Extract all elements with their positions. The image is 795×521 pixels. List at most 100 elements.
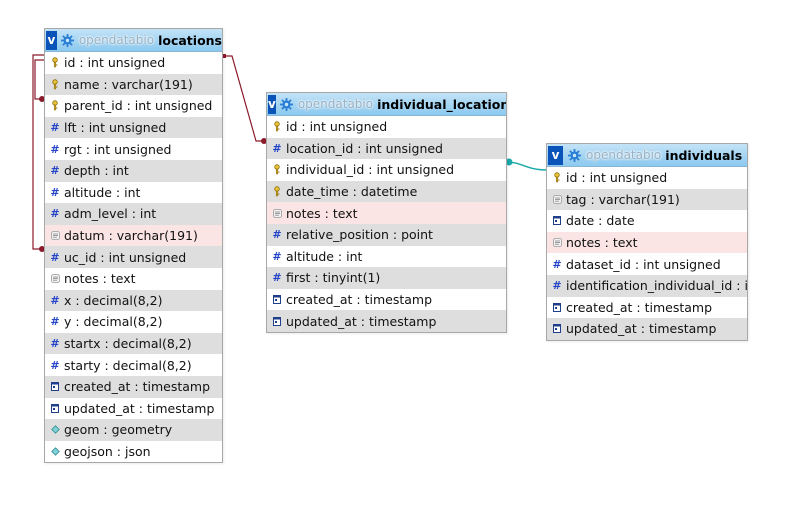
column-row-relative-position[interactable]: # relative_position : point — [267, 223, 506, 246]
column-label: updated_at : timestamp — [566, 321, 717, 337]
column-row-depth[interactable]: # depth : int — [45, 159, 222, 182]
key-icon — [47, 100, 63, 111]
database-name: opendatabio — [297, 97, 374, 111]
column-row-tag[interactable]: tag : varchar(191) — [547, 188, 747, 211]
column-row-y[interactable]: #y : decimal(8,2) — [45, 311, 222, 333]
column-row-rgt[interactable]: #rgt : int unsigned — [45, 138, 222, 160]
column-label: updated_at : timestamp — [286, 313, 437, 329]
hash-icon: # — [50, 121, 60, 135]
column-row-geom[interactable]: geom : geometry — [45, 419, 222, 441]
collapse-toggle-button[interactable]: v — [548, 145, 563, 165]
column-label: tag : varchar(191) — [566, 191, 680, 207]
column-row-location-id[interactable]: #location_id : int unsigned — [267, 137, 506, 160]
hash-icon: # — [50, 293, 60, 307]
column-label: date : date — [566, 213, 635, 229]
column-row-datum[interactable]: datum : varchar(191) — [45, 224, 222, 247]
column-row-geojson[interactable]: geojson : json — [45, 440, 222, 463]
column-row-id[interactable]: id : int unsigned — [45, 52, 222, 74]
column-label: notes : text — [286, 205, 358, 221]
hash-icon: # — [272, 228, 282, 242]
table-name[interactable]: individual_location — [377, 96, 506, 112]
column-row-id[interactable]: id : int unsigned — [547, 167, 747, 189]
collapse-toggle-button[interactable]: v — [268, 94, 276, 114]
hash-icon: # — [552, 279, 562, 293]
geometry-icon — [47, 447, 63, 456]
column-row-updated-at[interactable]: updated_at : timestamp — [547, 318, 747, 340]
column-row-created-at[interactable]: created_at : timestamp — [267, 288, 506, 311]
column-row-date-time[interactable]: date_time : datetime — [267, 180, 506, 203]
column-row-notes[interactable]: notes : text — [547, 231, 747, 254]
column-label: altitude : int — [286, 248, 363, 264]
database-name: opendatabio — [586, 148, 662, 162]
column-label: lft : int unsigned — [64, 120, 167, 136]
column-label: datum : varchar(191) — [64, 228, 198, 244]
column-row-first[interactable]: #first : tinyint(1) — [267, 267, 506, 289]
column-label: x : decimal(8,2) — [64, 292, 163, 308]
calendar-icon — [549, 216, 565, 226]
column-row-notes[interactable]: notes : text — [267, 202, 506, 224]
column-row-identification-individual-id[interactable]: #identification_individual_id : int — [547, 274, 747, 297]
column-row-startx[interactable]: #startx : decimal(8,2) — [45, 332, 222, 355]
column-row-x[interactable]: # x : decimal(8,2) — [45, 289, 222, 312]
column-row-created-at[interactable]: created_at : timestamp — [547, 296, 747, 319]
gear-icon[interactable] — [60, 33, 74, 47]
column-row-starty[interactable]: #starty : decimal(8,2) — [45, 354, 222, 376]
column-label: name : varchar(191) — [64, 76, 193, 92]
column-row-dataset-id[interactable]: #dataset_id : int unsigned — [547, 253, 747, 275]
column-row-notes[interactable]: notes : text — [45, 267, 222, 290]
column-row-altitude[interactable]: # altitude : int — [267, 245, 506, 268]
gear-icon[interactable] — [567, 148, 581, 162]
column-label: location_id : int unsigned — [286, 140, 443, 156]
text-icon — [269, 208, 285, 218]
column-row-name[interactable]: name : varchar(191) — [45, 73, 222, 96]
calendar-icon — [47, 403, 63, 413]
key-icon — [47, 79, 63, 90]
column-label: geom : geometry — [64, 422, 173, 438]
column-row-id[interactable]: id : int unsigned — [267, 116, 506, 138]
column-label: uc_id : int unsigned — [64, 249, 187, 265]
hash-icon: # — [50, 164, 60, 178]
calendar-icon — [549, 302, 565, 312]
column-label: depth : int — [64, 163, 129, 179]
column-row-updated-at[interactable]: updated_at : timestamp — [267, 310, 506, 332]
column-row-uc-id[interactable]: # uc_id : int unsigned — [45, 246, 222, 268]
collapse-toggle-button[interactable]: v — [46, 30, 57, 50]
hash-icon: # — [272, 249, 282, 263]
column-row-lft[interactable]: # lft : int unsigned — [45, 116, 222, 139]
column-row-parent-id[interactable]: parent_id : int unsigned — [45, 95, 222, 117]
column-label: created_at : timestamp — [286, 292, 433, 308]
hash-icon: # — [50, 185, 60, 199]
key-icon — [269, 164, 285, 175]
column-row-adm-level[interactable]: #adm_level : int — [45, 203, 222, 225]
column-row-individual-id[interactable]: individual_id : int unsigned — [267, 159, 506, 181]
key-icon — [269, 121, 285, 132]
column-label: individual_id : int unsigned — [286, 162, 455, 178]
key-icon — [549, 172, 565, 183]
column-label: altitude : int — [64, 184, 141, 200]
gear-icon[interactable] — [279, 97, 293, 111]
column-label: dataset_id : int unsigned — [566, 256, 721, 272]
table-name[interactable]: individuals — [665, 147, 743, 163]
hash-icon: # — [50, 358, 60, 372]
column-label: relative_position : point — [286, 227, 433, 243]
column-row-date[interactable]: date : date — [547, 210, 747, 232]
column-label: id : int unsigned — [566, 170, 668, 186]
table-name[interactable]: locations — [158, 32, 222, 48]
column-row-updated-at[interactable]: updated_at : timestamp — [45, 397, 222, 420]
column-row-altitude[interactable]: # altitude : int — [45, 181, 222, 204]
key-icon — [47, 57, 63, 68]
text-icon — [47, 231, 63, 240]
calendar-icon — [549, 324, 565, 334]
hash-icon: # — [50, 250, 60, 264]
column-row-created-at[interactable]: created_at : timestamp — [45, 375, 222, 398]
column-label: adm_level : int — [64, 206, 157, 222]
geometry-icon — [47, 425, 63, 435]
column-label: notes : text — [64, 271, 136, 287]
hash-icon: # — [50, 337, 60, 351]
